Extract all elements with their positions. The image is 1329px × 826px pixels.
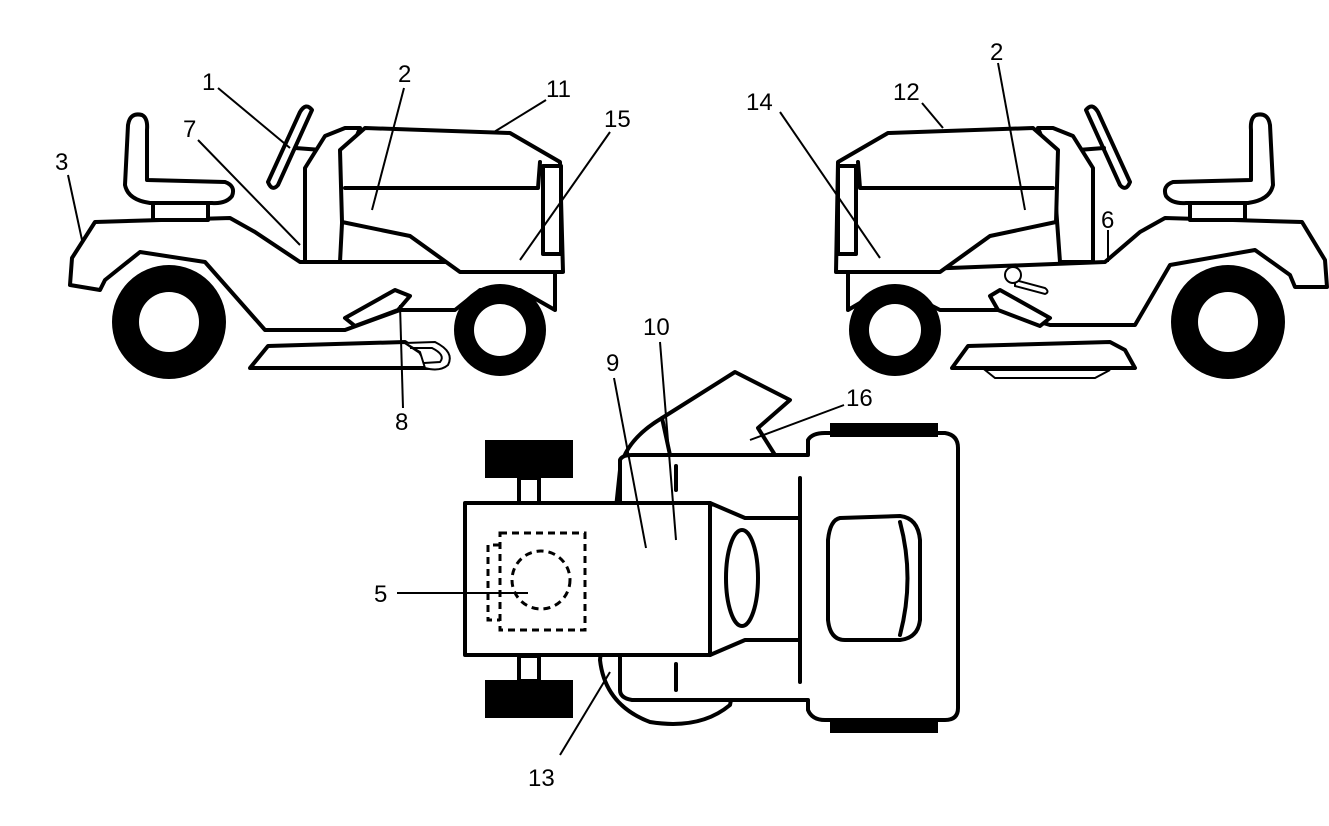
top-discharge-chute <box>660 370 792 457</box>
steering-wheel-right <box>1084 104 1132 190</box>
top-rear-wheel-upper <box>830 423 938 437</box>
callout-11: 11 <box>546 76 571 103</box>
hood-seam-right <box>856 160 1055 190</box>
deck-skirt-right <box>982 369 1111 379</box>
callout-10: 10 <box>643 314 670 341</box>
top-seat <box>826 514 922 642</box>
callout-2-right: 2 <box>990 39 1003 66</box>
callout-16: 16 <box>846 385 873 412</box>
callout-9: 9 <box>606 350 619 377</box>
callout-2-left: 2 <box>398 61 411 88</box>
brake-pedal <box>343 288 412 328</box>
mower-deck-right <box>950 340 1137 370</box>
callout-13: 13 <box>528 765 555 792</box>
hood-seam <box>343 160 542 190</box>
seat-right <box>1162 112 1275 206</box>
top-engine-fill-cap <box>510 549 572 611</box>
mower-deck <box>248 340 432 370</box>
callout-15: 15 <box>604 106 631 133</box>
hood <box>338 126 565 274</box>
top-engine-outline <box>498 531 587 632</box>
top-rear-wheel-lower <box>830 719 938 733</box>
hood-right <box>834 126 1060 274</box>
callout-3: 3 <box>55 149 68 176</box>
seat <box>123 112 236 206</box>
callout-6: 6 <box>1101 207 1114 234</box>
callout-7: 7 <box>183 116 196 143</box>
top-hood <box>463 501 712 657</box>
seat-post <box>151 201 210 222</box>
grille <box>541 164 563 256</box>
brake-pedal-right <box>988 288 1052 328</box>
top-steering-wheel <box>724 528 760 628</box>
lever-right <box>1014 278 1049 296</box>
leader-lines <box>67 62 1109 756</box>
top-front-wheel-upper <box>485 440 573 478</box>
top-mower-deck <box>598 416 782 726</box>
callout-8: 8 <box>395 409 408 436</box>
callout-1: 1 <box>202 69 215 96</box>
lever-knob-right <box>1004 266 1022 284</box>
callout-5: 5 <box>374 581 387 608</box>
right-side-view <box>834 104 1329 379</box>
top-view <box>463 370 960 733</box>
callout-12: 12 <box>893 79 920 106</box>
callout-14: 14 <box>746 89 773 116</box>
top-front-wheel-lower <box>485 680 573 718</box>
callout-labels: 1 2 11 15 7 3 8 14 12 2 6 9 10 16 5 13 <box>55 39 1114 792</box>
seat-post-right <box>1188 201 1247 222</box>
left-side-view <box>68 104 565 379</box>
